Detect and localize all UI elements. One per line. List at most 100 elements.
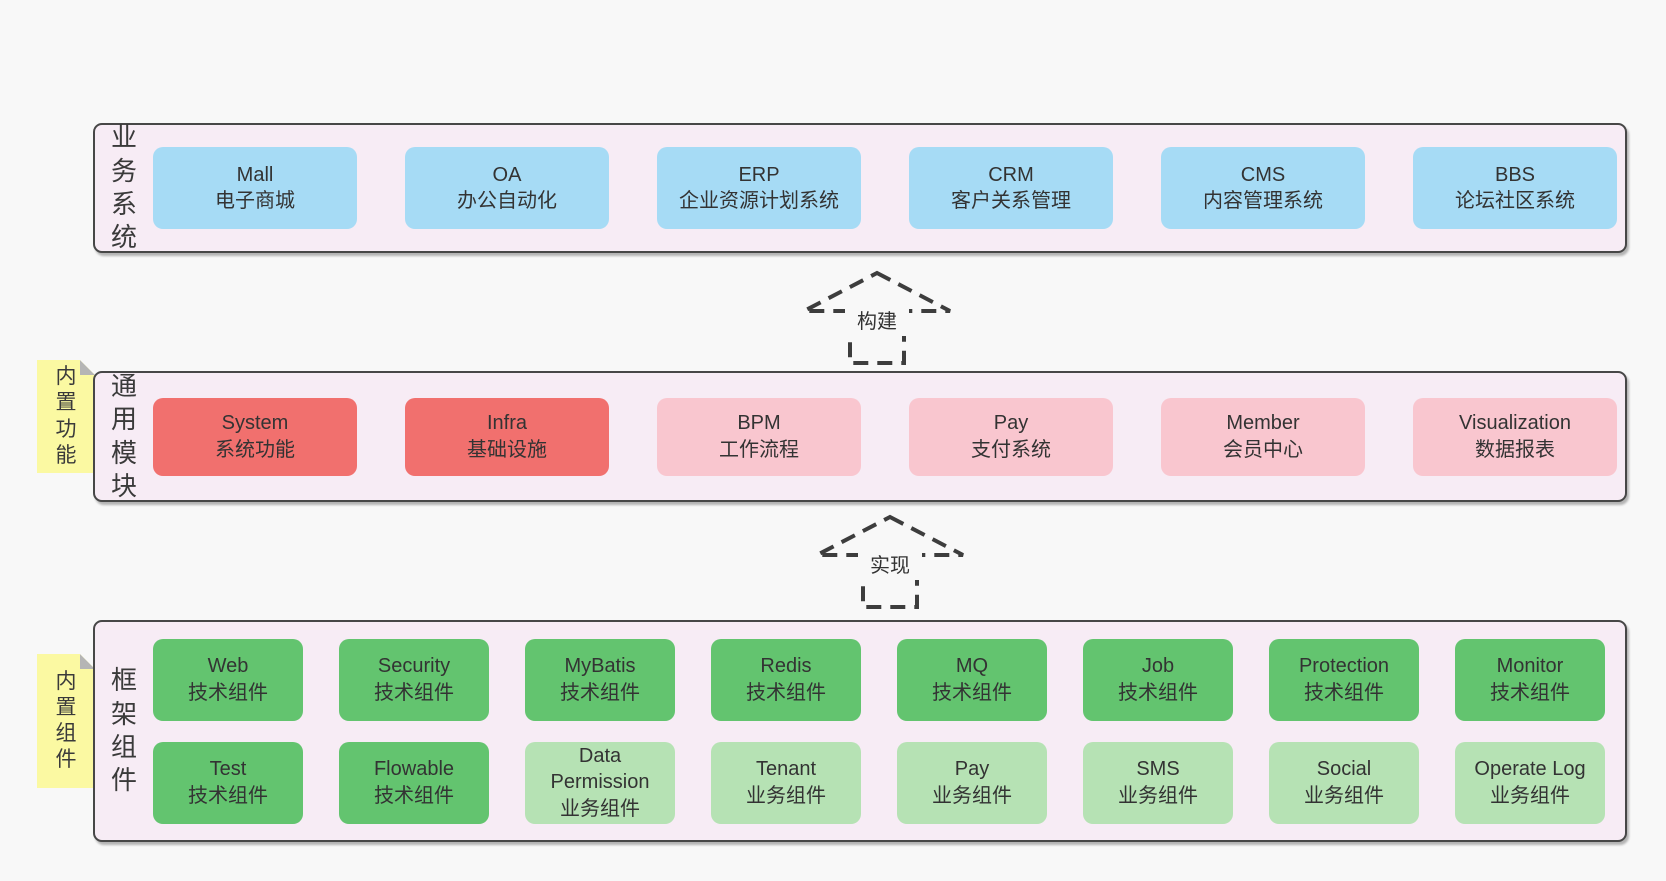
box-subtitle: 办公自动化 bbox=[457, 190, 557, 212]
box-subtitle: 技术组件 bbox=[188, 784, 268, 807]
sticky-note-built-in-components: 内置组件 bbox=[37, 654, 95, 788]
box-subtitle: 业务组件 bbox=[1118, 784, 1198, 807]
box-operate-log: Operate Log 业务组件 bbox=[1455, 741, 1605, 824]
up-arrow-build: 构建 bbox=[803, 270, 951, 365]
arrow-implement-label: 实现 bbox=[870, 554, 910, 577]
box-visualization: Visualization 数据报表 bbox=[1413, 397, 1617, 476]
band-label-text: 业务系统 bbox=[110, 122, 137, 253]
box-title: ERP bbox=[738, 163, 780, 186]
box-title: Visualization bbox=[1459, 412, 1571, 435]
box-pay: Pay 支付系统 bbox=[909, 397, 1113, 476]
box-title: Pay bbox=[993, 412, 1029, 435]
box-title: CMS bbox=[1240, 163, 1286, 186]
box-security: Security 技术组件 bbox=[339, 638, 489, 721]
box-subtitle: 支付系统 bbox=[971, 438, 1051, 461]
box-social: Social 业务组件 bbox=[1269, 741, 1419, 824]
band-business-systems: 业务系统 Mall 电子商城 OA 办公自动化 ERP 企业资源计划系统 CRM 客户关系管理… bbox=[93, 122, 1627, 253]
box-subtitle: 技术组件 bbox=[746, 681, 826, 704]
arrow-build-label: 构建 bbox=[857, 310, 897, 333]
box-title: Web bbox=[207, 655, 249, 678]
box-test: Test 技术组件 bbox=[153, 741, 303, 824]
box-title: Social bbox=[1316, 758, 1372, 781]
band-label-text: 框架组件 bbox=[110, 665, 137, 796]
box-title: Data Permission bbox=[550, 744, 650, 794]
band-common-modules: 通用模块 System 系统功能 Infra 基础设施 BPM 工作流程 Pay 支付系统 Me… bbox=[93, 371, 1627, 502]
box-title: Infra bbox=[486, 412, 528, 435]
box-subtitle: 技术组件 bbox=[1490, 681, 1570, 704]
box-subtitle: 技术组件 bbox=[932, 681, 1012, 704]
box-subtitle: 业务组件 bbox=[1490, 784, 1570, 807]
box-pay: Pay 业务组件 bbox=[897, 741, 1047, 824]
box-mq: MQ 技术组件 bbox=[897, 638, 1047, 721]
box-title: Member bbox=[1226, 412, 1300, 435]
arrow-label-backdrop bbox=[858, 549, 922, 580]
box-title: OA bbox=[492, 163, 522, 186]
dashed-up-arrow-shape bbox=[803, 270, 951, 365]
box-subtitle: 基础设施 bbox=[467, 438, 547, 461]
box-subtitle: 数据报表 bbox=[1475, 438, 1555, 461]
box-subtitle: 技术组件 bbox=[1118, 681, 1198, 704]
box-subtitle: 论坛社区系统 bbox=[1455, 190, 1575, 212]
box-subtitle: 内容管理系统 bbox=[1203, 190, 1323, 212]
box-title: MQ bbox=[955, 655, 989, 678]
sticky-note-text: 内置功能 bbox=[55, 365, 77, 467]
box-redis: Redis 技术组件 bbox=[711, 638, 861, 721]
box-title: BPM bbox=[737, 412, 781, 435]
box-subtitle: 电子商城 bbox=[215, 190, 295, 212]
band-modules-label: 通用模块 bbox=[95, 370, 153, 501]
box-subtitle: 客户关系管理 bbox=[951, 190, 1071, 212]
box-tenant: Tenant 业务组件 bbox=[711, 741, 861, 824]
box-subtitle: 技术组件 bbox=[560, 681, 640, 704]
box-sms: SMS 业务组件 bbox=[1083, 741, 1233, 824]
box-subtitle: 业务组件 bbox=[1304, 784, 1384, 807]
box-title: CRM bbox=[988, 163, 1034, 186]
box-monitor: Monitor 技术组件 bbox=[1455, 638, 1605, 721]
band-business-label: 业务系统 bbox=[95, 122, 153, 252]
business-box-row: Mall 电子商城 OA 办公自动化 ERP 企业资源计划系统 CRM 客户关系管理 CMS 内容… bbox=[153, 125, 1625, 251]
box-subtitle: 业务组件 bbox=[746, 784, 826, 807]
box-title: Tenant bbox=[755, 758, 817, 781]
box-subtitle: 技术组件 bbox=[374, 681, 454, 704]
box-mall: Mall 电子商城 bbox=[153, 147, 357, 229]
dashed-up-arrow-shape bbox=[816, 514, 964, 609]
box-subtitle: 业务组件 bbox=[932, 784, 1012, 807]
box-title: Pay bbox=[954, 758, 990, 781]
box-title: Mall bbox=[236, 163, 274, 186]
arrow-label-backdrop bbox=[845, 305, 909, 336]
box-title: SMS bbox=[1136, 758, 1180, 781]
sticky-note-built-in-features: 内置功能 bbox=[37, 360, 95, 473]
band-label-text: 通用模块 bbox=[110, 370, 137, 501]
box-erp: ERP 企业资源计划系统 bbox=[657, 147, 861, 229]
box-title: Monitor bbox=[1496, 655, 1564, 678]
box-title: BBS bbox=[1494, 163, 1536, 186]
box-job: Job 技术组件 bbox=[1083, 638, 1233, 721]
up-arrow-implement: 实现 bbox=[816, 514, 964, 609]
box-title: Operate Log bbox=[1474, 758, 1586, 781]
box-title: Job bbox=[1141, 655, 1175, 678]
box-system: System 系统功能 bbox=[153, 397, 357, 476]
sticky-note-text: 内置组件 bbox=[55, 669, 77, 772]
box-title: Test bbox=[209, 758, 247, 781]
band-components-label: 框架组件 bbox=[95, 622, 153, 840]
box-subtitle: 技术组件 bbox=[374, 784, 454, 807]
box-title: Security bbox=[377, 655, 451, 678]
box-title: Redis bbox=[760, 655, 812, 678]
box-title: System bbox=[221, 412, 289, 435]
box-subtitle: 系统功能 bbox=[215, 438, 295, 461]
box-subtitle: 工作流程 bbox=[719, 438, 799, 461]
box-bbs: BBS 论坛社区系统 bbox=[1413, 147, 1617, 229]
box-infra: Infra 基础设施 bbox=[405, 397, 609, 476]
box-subtitle: 企业资源计划系统 bbox=[679, 190, 839, 212]
box-subtitle: 技术组件 bbox=[188, 681, 268, 704]
box-bpm: BPM 工作流程 bbox=[657, 397, 861, 476]
box-subtitle: 技术组件 bbox=[1304, 681, 1384, 704]
